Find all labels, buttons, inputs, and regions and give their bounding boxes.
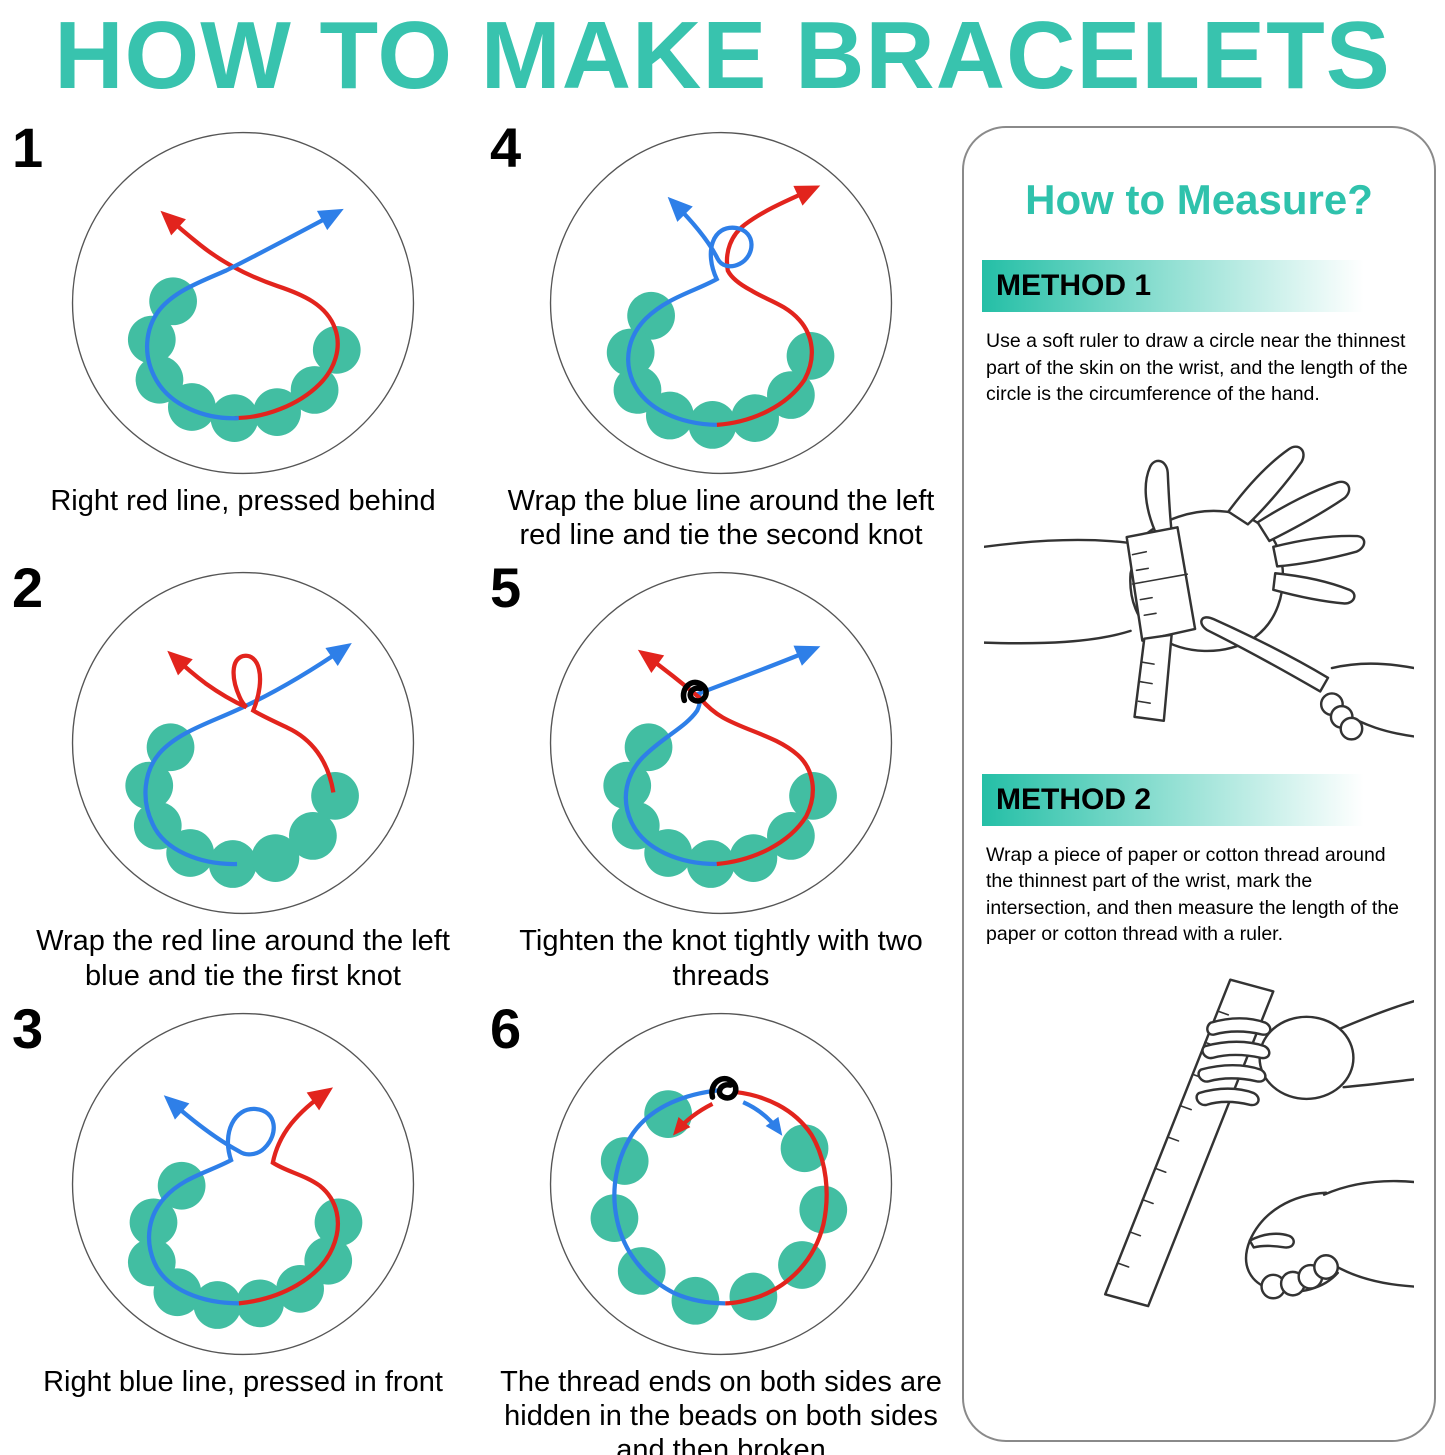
measuring-wrist-drawing xyxy=(984,445,1414,741)
blue-thread xyxy=(146,1095,276,1306)
step-4-svg xyxy=(549,131,893,475)
measuring-tape xyxy=(1125,525,1197,722)
step-2-number: 2 xyxy=(12,556,44,620)
blue-thread-end xyxy=(742,1100,783,1136)
method-2-illustration xyxy=(1103,978,1414,1307)
step-5-caption: Tighten the knot tightly with two thread… xyxy=(519,925,923,992)
step-6-caption: The thread ends on both sides are hidden… xyxy=(500,1365,942,1455)
step-3: 3 Right blue line, pressed in front xyxy=(8,999,478,1455)
pointing-hand xyxy=(1200,615,1414,741)
knot-icon xyxy=(709,1075,739,1101)
method-1-header: METHOD 1 xyxy=(982,260,1364,312)
step-1-number: 1 xyxy=(12,116,44,179)
step-3-number: 3 xyxy=(12,996,44,1060)
step-2-caption: Wrap the red line around the left blue a… xyxy=(36,925,450,992)
measure-panel: How to Measure? METHOD 1 Use a soft rule… xyxy=(962,126,1436,1442)
step-3-illustration xyxy=(64,1005,422,1363)
beads-group xyxy=(125,723,359,889)
blue-thread xyxy=(623,646,821,867)
red-thread xyxy=(637,650,815,867)
blue-thread xyxy=(143,643,352,867)
red-thread xyxy=(160,210,340,421)
step-6-illustration xyxy=(542,1005,900,1363)
step-3-caption: Right blue line, pressed in front xyxy=(43,1365,443,1398)
method-2-description: Wrap a piece of paper or cotton thread a… xyxy=(986,843,1400,946)
step-4-caption: Wrap the blue line around the left red l… xyxy=(507,485,935,552)
red-thread xyxy=(167,651,336,794)
step-3-svg xyxy=(71,1012,415,1356)
step-5-svg xyxy=(549,572,893,915)
step-5: 5 Tighten the knot tightly with two thre… xyxy=(486,558,956,992)
blue-thread xyxy=(144,208,344,421)
step-2-svg xyxy=(71,572,415,915)
step-2: 2 Wrap the red line around the left blue… xyxy=(8,558,478,992)
method-1-illustration xyxy=(984,445,1414,741)
red-thread-end xyxy=(672,1101,714,1136)
step-2-illustration xyxy=(64,564,422,922)
step-1: 1 Right red line, pressed behind xyxy=(8,118,478,552)
gripping-hand xyxy=(1195,999,1414,1106)
steps-grid: 1 Right red line, pressed behind 4 xyxy=(8,118,956,1455)
step-6: 6 The thread ends on both sides are xyxy=(486,999,956,1455)
step-5-number: 5 xyxy=(490,556,522,620)
red-thread xyxy=(725,1089,829,1306)
method-1-description: Use a soft ruler to draw a circle near t… xyxy=(986,330,1408,406)
step-5-illustration xyxy=(542,564,900,922)
step-6-number: 6 xyxy=(490,996,522,1060)
step-6-svg xyxy=(549,1012,893,1356)
measure-panel-title: How to Measure? xyxy=(1025,176,1373,223)
blue-thread xyxy=(612,1087,726,1306)
step-1-svg xyxy=(71,131,415,475)
method-2-header: METHOD 2 xyxy=(982,773,1364,826)
knot-icon xyxy=(680,680,709,705)
step-1-illustration xyxy=(64,124,422,482)
step-4: 4 Wrap the blue line around the left red… xyxy=(486,118,956,552)
step-4-number: 4 xyxy=(490,116,522,179)
red-thread xyxy=(238,1087,341,1306)
step-4-illustration xyxy=(542,124,900,482)
red-thread xyxy=(716,185,821,428)
page-title: HOW TO MAKE BRACELETS xyxy=(54,2,1391,109)
ruler-wrist-drawing xyxy=(1103,978,1414,1307)
step-1-caption: Right red line, pressed behind xyxy=(50,485,436,517)
blue-thread xyxy=(626,196,754,428)
